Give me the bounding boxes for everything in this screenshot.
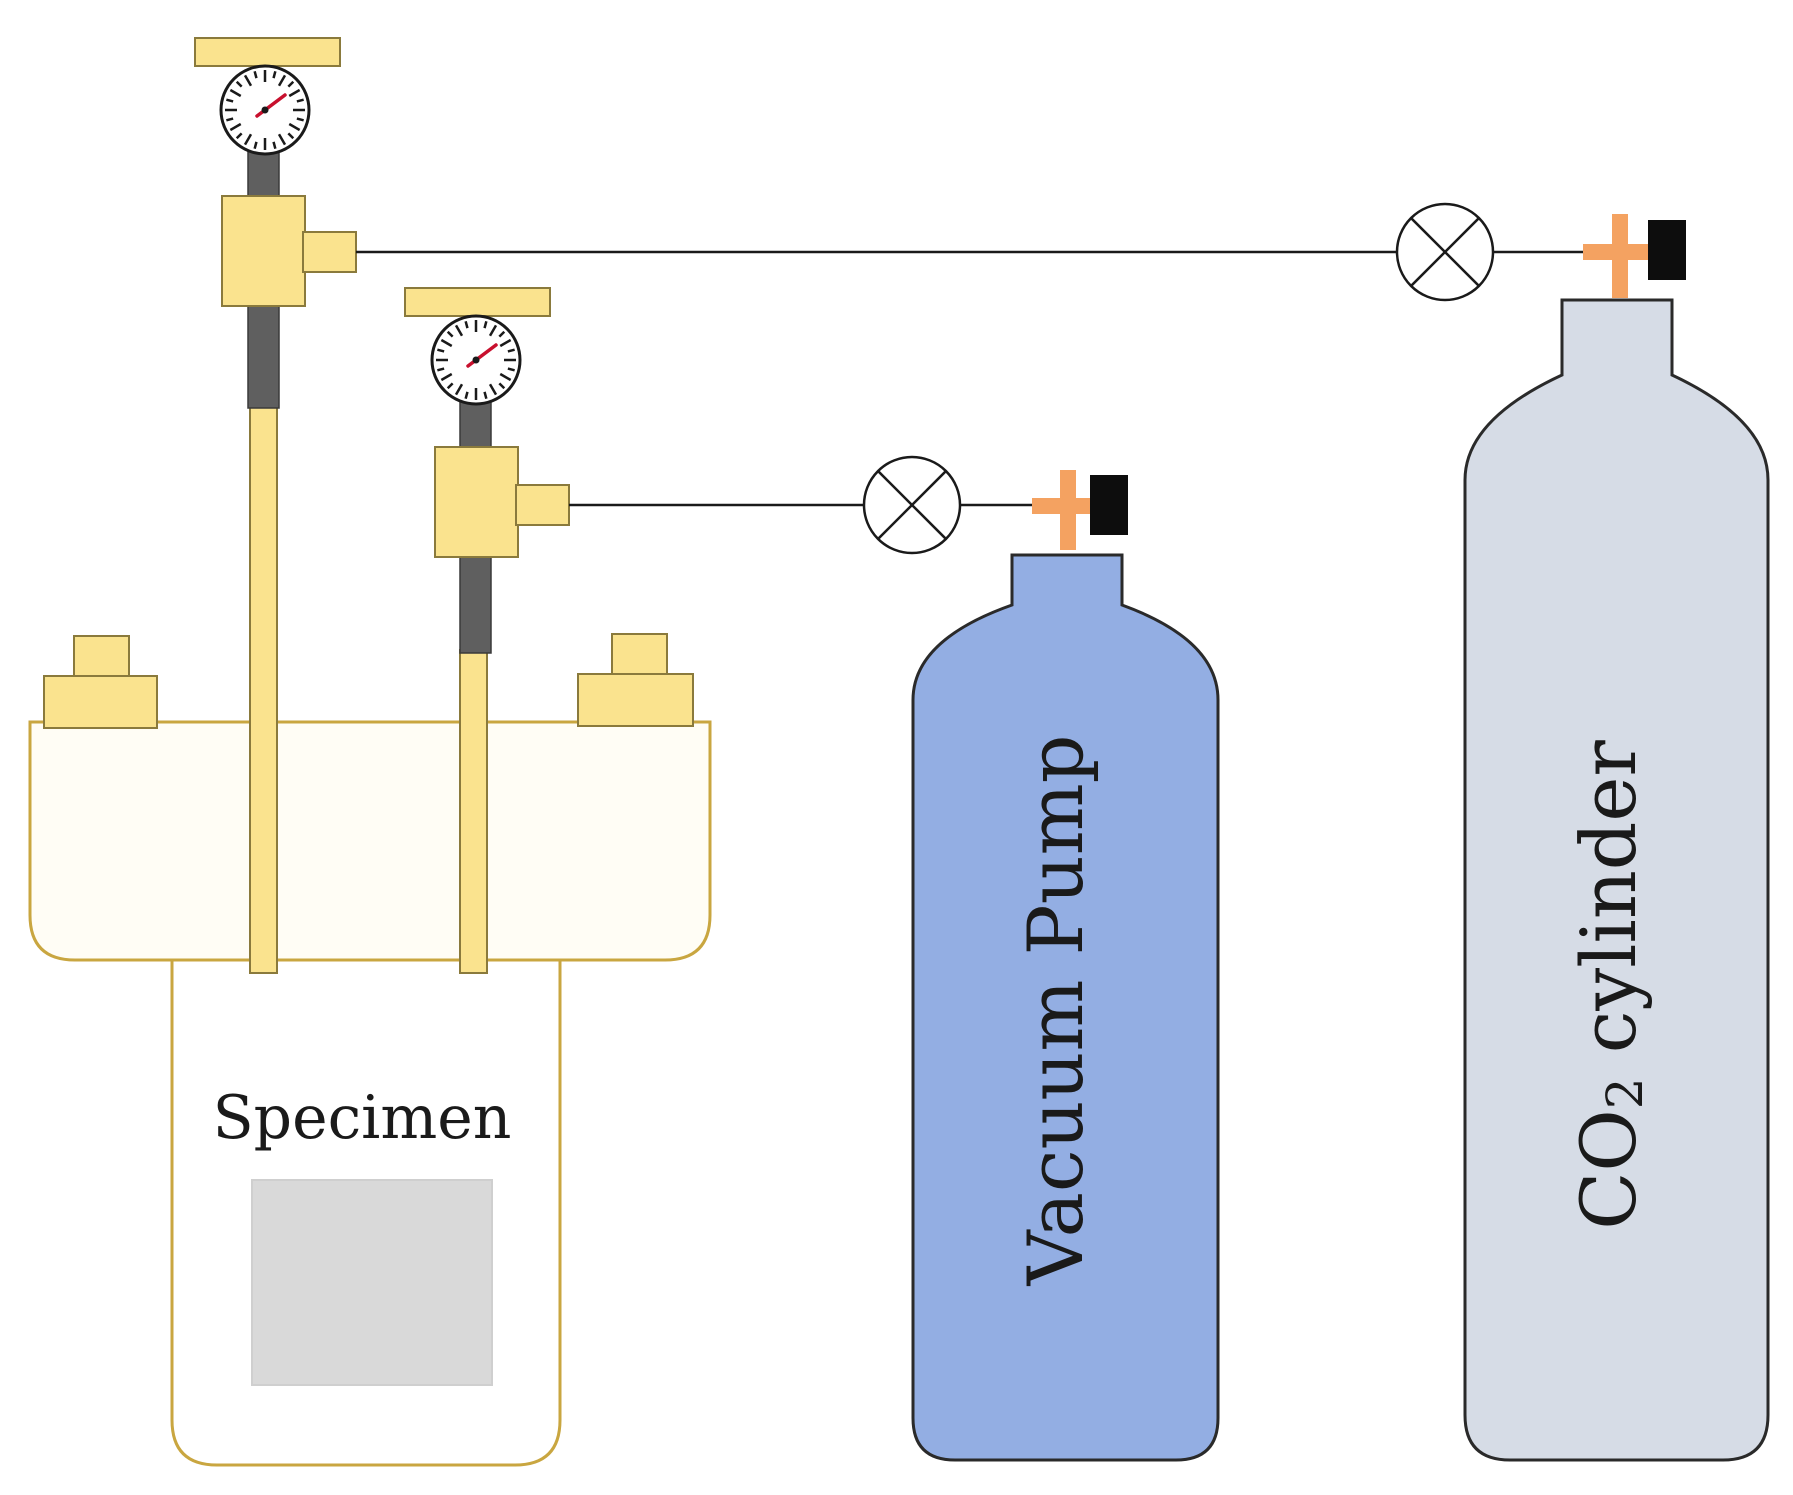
vacuum-tube <box>459 649 488 974</box>
vessel-lid <box>28 720 712 962</box>
pressure-vessel: Specimen <box>28 633 712 1467</box>
inlet-tee-block <box>221 195 306 307</box>
vacuum-pump-label: Vacuum Pump <box>1011 735 1100 1287</box>
inlet-tube <box>249 404 278 974</box>
vacuum-stem-upper <box>459 399 492 451</box>
valve-icon <box>862 455 962 555</box>
cylinder-valve-icon <box>1583 214 1686 298</box>
vacuum-gauge-bar <box>404 287 551 317</box>
lid-clamp-right <box>577 633 694 727</box>
co2-cylinder-label: CO2 cylinder <box>1564 740 1654 1230</box>
valve-icon <box>1395 202 1495 302</box>
vacuum-gauge-assembly <box>404 287 570 974</box>
co2-cylinder-body <box>1463 298 1770 1462</box>
inlet-stem-lower <box>247 299 280 409</box>
specimen-block <box>251 1179 493 1386</box>
inlet-stem-upper <box>247 149 280 201</box>
lid-clamp-left <box>43 635 158 729</box>
vacuum-tee-block <box>434 446 519 558</box>
inlet-gauge-assembly <box>194 37 357 974</box>
vacuum-stem-lower <box>459 554 492 654</box>
vacuum-cylinder-body <box>911 553 1220 1462</box>
vacuum-tee-port <box>515 484 570 526</box>
specimen-label: Specimen <box>213 1083 512 1153</box>
pressure-gauge-icon <box>219 64 311 156</box>
cylinder-valve-icon <box>1032 470 1128 550</box>
pressure-gauge-icon <box>430 314 522 406</box>
inlet-tee-port <box>302 231 357 273</box>
vacuum-pump-cylinder: Vacuum Pump <box>911 470 1220 1462</box>
co2-cylinder: CO2 cylinder <box>1463 214 1770 1462</box>
inlet-gauge-bar <box>194 37 341 67</box>
